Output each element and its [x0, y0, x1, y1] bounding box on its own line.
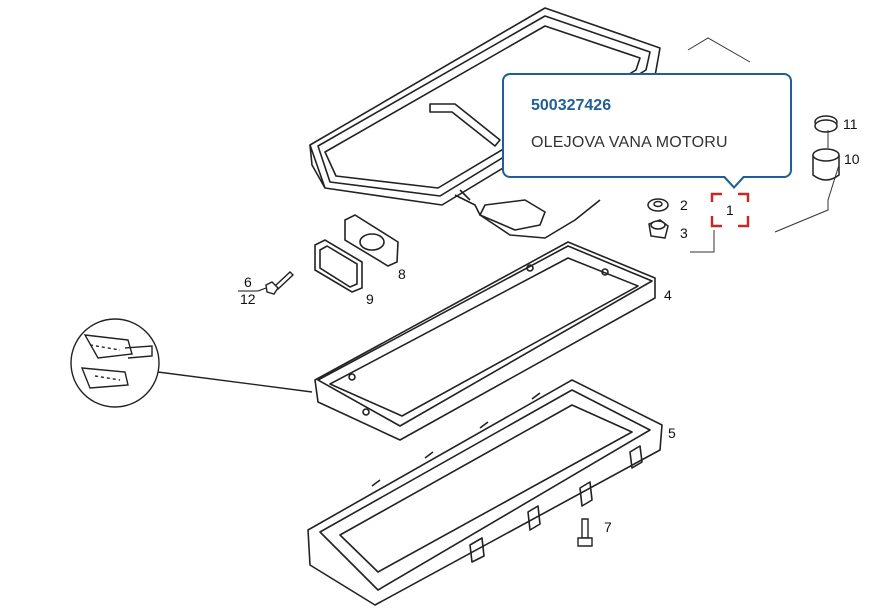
frame-bolt-part[interactable] — [577, 518, 593, 547]
cover-plate-part[interactable] — [344, 214, 399, 267]
callout-10[interactable]: 10 — [844, 151, 860, 167]
gasket-detail-circle — [70, 318, 313, 408]
callout-3[interactable]: 3 — [680, 225, 688, 241]
callout-7[interactable]: 7 — [604, 519, 612, 535]
assembly-outline — [687, 37, 829, 253]
cover-gasket-part[interactable] — [314, 239, 363, 293]
seal-ring-part[interactable] — [814, 115, 838, 133]
highlight-bracket[interactable] — [710, 192, 750, 228]
pan-gasket-part[interactable] — [314, 241, 656, 441]
callout-12[interactable]: 12 — [240, 291, 256, 307]
leader-line-bolt — [257, 287, 267, 292]
part-name: OLEJOVA VANA MOTORU — [531, 134, 728, 151]
callout-5[interactable]: 5 — [668, 425, 676, 441]
callout-4[interactable]: 4 — [664, 287, 672, 303]
oil-pan-upper[interactable] — [309, 7, 661, 239]
callout-2[interactable]: 2 — [680, 197, 688, 213]
callout-9[interactable]: 9 — [366, 291, 374, 307]
callout-6[interactable]: 6 — [244, 274, 252, 290]
callout-1[interactable]: 1 — [726, 202, 734, 218]
bolt-part[interactable] — [265, 271, 295, 295]
drain-plug-part[interactable] — [648, 219, 669, 239]
filter-cap-part[interactable] — [812, 148, 840, 181]
callout-11[interactable]: 11 — [843, 116, 858, 132]
lower-frame-part[interactable] — [307, 379, 663, 606]
part-number[interactable]: 500327426 — [531, 97, 612, 114]
callout-labels: 1 2 3 4 5 6 12 7 8 9 10 11 — [240, 116, 860, 535]
leader-line-10 — [827, 164, 840, 201]
washer-part[interactable] — [647, 198, 669, 212]
part-tooltip[interactable]: 500327426 OLEJOVA VANA MOTORU — [502, 73, 792, 178]
callout-8[interactable]: 8 — [398, 266, 406, 282]
tooltip-arrow-fill — [724, 175, 744, 186]
